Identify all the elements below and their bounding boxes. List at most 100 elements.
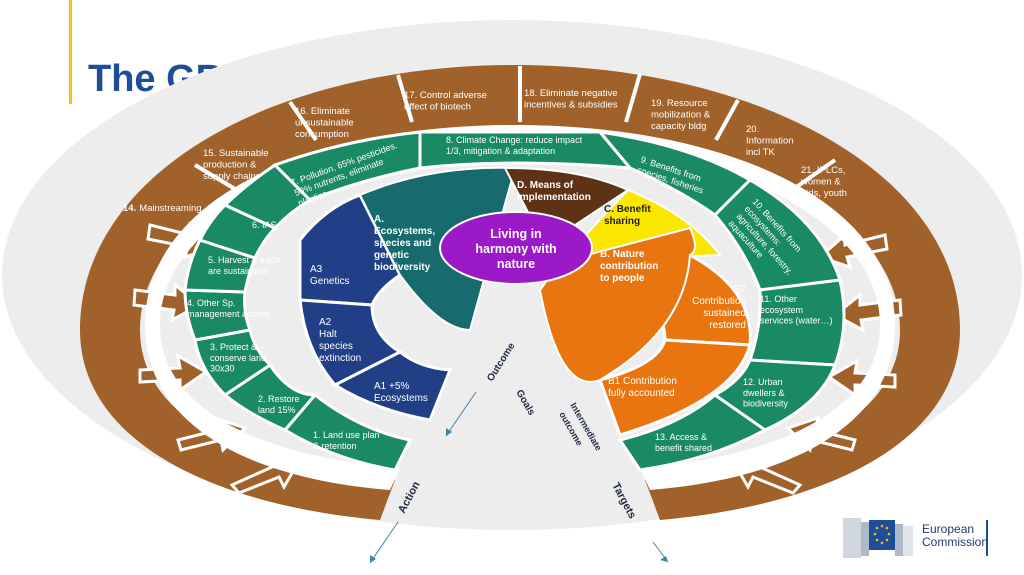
target-6-segment [197,203,278,260]
label-line: A3 [310,264,323,275]
intermediate-ring-left [298,193,453,422]
label-line: capacity bldg [651,121,706,132]
label-line: sharing [604,216,640,227]
label-line: genetic [374,250,409,261]
label-line: effect of biotech [404,101,471,112]
label-line: Ecosystems, [374,226,435,237]
label-line: biodiversity [743,399,789,409]
center-line-3: nature [497,257,535,271]
label-line: conserve land [210,353,266,363]
logo-line-1: European [922,522,975,536]
a1-label: A1 +5%Ecosystems [374,381,428,404]
label-line: Information [746,135,794,146]
label-line: benefit shared [655,443,712,453]
label-line: fully accounted [608,388,675,399]
target-14-number: 14. [123,203,136,214]
target-4-label: 4. Other Sp.management actions [187,298,271,319]
a1-segment [331,350,453,422]
label-line: 19. Resource [651,98,708,109]
label-line: 1. Land use plan [313,430,380,440]
center-ellipse [439,211,593,285]
brown-band-dividers [193,66,837,194]
label-line: Ecosystems [374,393,428,404]
label-line: production & [203,159,257,170]
label-line: consumption [295,129,349,140]
label-line: A2 [319,317,332,328]
label-line: are sustainable [208,266,269,276]
axis-arrowheads [370,428,668,563]
label-line: 13. Access & [655,432,707,442]
action-arrow-line-lower [369,521,399,564]
target-14-text: Mainstreaming [139,203,201,214]
label-line: 30x30 [210,364,235,374]
label-line: B1 Contribution [608,376,677,387]
european-commission-logo [843,518,988,558]
label-line: management actions [187,309,271,319]
label-line: 16. Eliminate [295,106,350,117]
target-1-segment [282,392,413,472]
target-13-segment [617,393,768,472]
green-target-ring [183,129,846,472]
label-line: B2 [734,284,747,295]
target-21-label: 21. IPLCs,women &girls, youth [800,165,847,199]
label-line: C. Benefit [604,204,651,215]
label-line: services (water…) [760,316,833,326]
label-line: biodiversity [374,262,431,273]
center-label: Living in harmony with nature [475,227,556,271]
label-line: 8. Climate Change: reduce impact [446,135,583,145]
label-line: 12. Urban [743,377,783,387]
label-line: dwellers & [743,388,785,398]
target-14-label: 14.Mainstreaming [123,203,202,214]
label-line: Genetics [310,276,349,287]
label-line: 17. Control adverse [404,90,487,101]
label-line: 1/3, mitigation & adaptation [446,146,555,156]
b1-segment [598,338,752,437]
label-line: Halt [319,329,337,340]
label-line: Contribution [692,296,746,307]
label-line: & retention [313,441,357,451]
center-line-1: Living in [490,227,541,241]
label-line: A1 +5% [374,381,409,392]
logo-line-2: Commission [922,535,989,549]
label-line: 18. Eliminate negative [524,88,617,99]
label-line: restored [709,320,746,331]
action-arrow-line-upper [445,391,477,437]
european-commission-wordmark: European Commission [922,523,988,549]
label-line: 20. [746,124,759,135]
target-4-segment [183,288,253,342]
target-6-label: 6. IAS [252,220,277,230]
label-line: species [319,341,353,352]
label-line: sustained [703,308,746,319]
target-8-segment [418,130,634,170]
target-7b-segment [272,130,422,202]
label-line: contribution [600,261,658,272]
label-line: 3. Protect & [210,342,257,352]
target-1-label: 1. Land use plan& retention [313,430,380,451]
label-line: women & [800,176,841,187]
label-line: extinction [319,353,361,364]
label-line: unsustainable [295,117,354,128]
label-line: 6. IAS [252,220,277,230]
label-line: mobilization & [651,109,711,120]
label-line: B. Nature [600,249,645,260]
title-accent-bar [69,0,72,104]
label-line: 21. IPLCs, [801,165,845,176]
target-13-label: 13. Access &benefit shared [655,432,712,453]
